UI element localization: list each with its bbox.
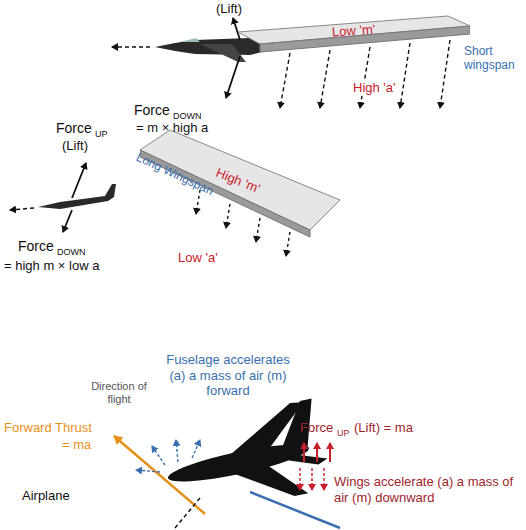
equation: = high m × low a [4, 258, 99, 274]
subscript: UP [337, 428, 350, 439]
wingspan-label: Short wingspan [464, 44, 522, 73]
fuselage-label: Fuselage accelerates (a) a mass of air (… [166, 352, 290, 399]
wind-line [250, 492, 340, 528]
lift-arrow [72, 163, 86, 198]
force-label: Force [56, 120, 92, 137]
downwash-arrows [300, 468, 324, 490]
lift-label: Force [300, 420, 333, 436]
airliner-figure [158, 398, 334, 521]
subscript: DOWN [57, 247, 86, 258]
fuselage-air-arrows [136, 440, 200, 472]
force-label: (Lift) [62, 138, 88, 154]
flight-arrow [112, 46, 150, 48]
lift-arrows [304, 443, 330, 462]
airplane-label: Airplane [22, 488, 70, 504]
wing-label: Low 'm' [332, 21, 376, 39]
thrust-label: = ma [62, 437, 91, 453]
force-label: Force [18, 238, 54, 255]
subscript: UP [95, 129, 108, 140]
equation: = m × high a [136, 120, 208, 136]
accel-label: Low 'a' [178, 250, 218, 266]
air-arrows [280, 40, 450, 108]
wings-label: Wings accelerate (a) a mass of air (m) d… [334, 474, 522, 505]
short-wing: Low 'm' [238, 14, 470, 54]
lift-arrow [233, 18, 240, 40]
force-label: (Lift) [216, 1, 242, 17]
direction-label: Direction of flight [88, 380, 150, 406]
flight-arrow [10, 208, 34, 210]
lift-label: (Lift) = ma [354, 420, 413, 436]
thrust-label: Forward Thrust [4, 420, 92, 436]
force-label: Force [134, 102, 170, 119]
accel-label: High 'a' [350, 80, 399, 96]
down-arrow [226, 56, 240, 98]
long-wing: High 'm' [140, 130, 340, 240]
down-arrow [63, 210, 72, 232]
axis-line [175, 498, 200, 528]
